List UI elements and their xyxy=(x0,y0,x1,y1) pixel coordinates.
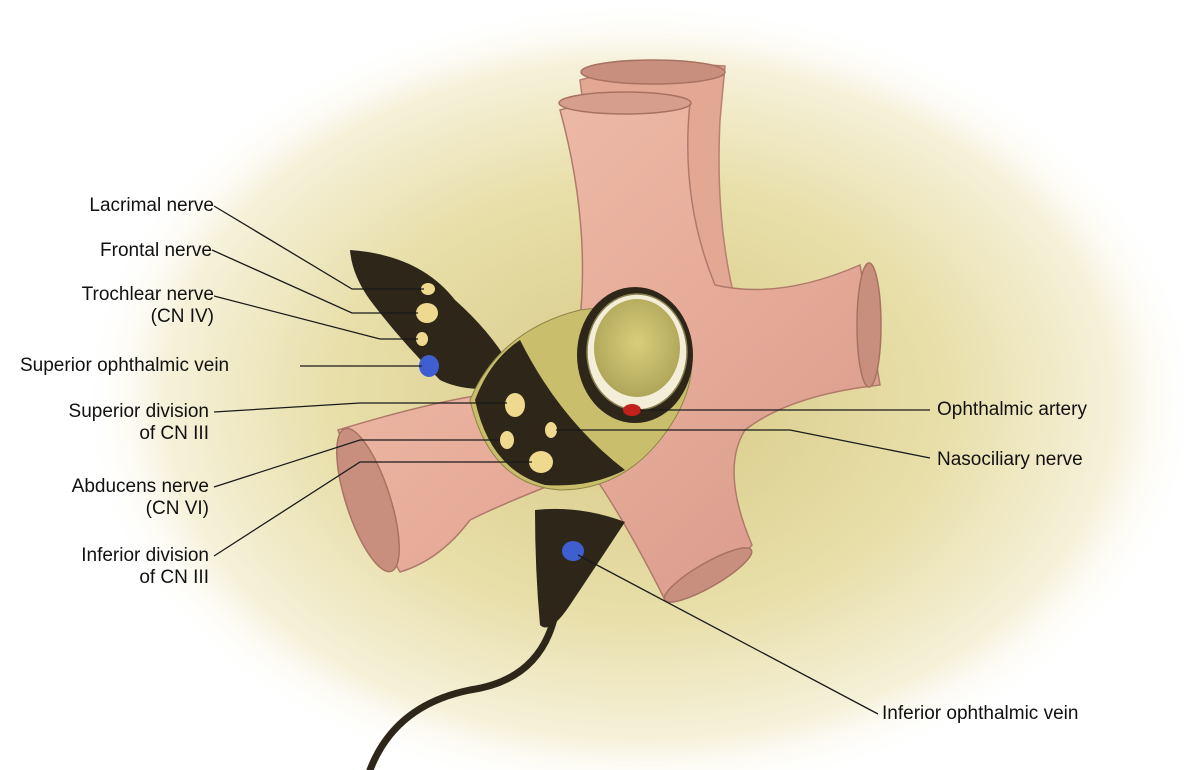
leader-trochlear xyxy=(213,295,418,340)
inferior-tendon-end xyxy=(663,547,753,603)
label-frontal-nerve: Frontal nerve xyxy=(100,240,212,261)
leader-abducens xyxy=(213,439,500,488)
label-abducens-nerve: Abducens nerve (CN VI) xyxy=(71,476,209,519)
leader-lines xyxy=(211,205,931,715)
label-superior-division-cn3: Superior division of CN III xyxy=(68,401,209,444)
leader-inf-div xyxy=(213,461,532,557)
label-trochlear-nerve: Trochlear nerve (CN IV) xyxy=(81,284,214,327)
label-ophthalmic-artery: Ophthalmic artery xyxy=(937,399,1087,420)
fissure-tail xyxy=(366,611,559,770)
leader-lacrimal xyxy=(213,205,424,290)
label-inferior-ophthalmic-vein: Inferior ophthalmic vein xyxy=(882,703,1079,724)
superior-division-cn3-dot xyxy=(505,393,525,417)
nasociliary-dot xyxy=(545,422,557,438)
label-superior-ophthalmic-vein: Superior ophthalmic vein xyxy=(20,355,230,376)
lateral-tendon-end xyxy=(856,262,882,388)
leader-nasociliary xyxy=(556,429,931,459)
leader-sup-div xyxy=(213,402,507,413)
medial-tendon-end xyxy=(336,427,400,573)
superior-tendon-end xyxy=(558,91,692,115)
label-lacrimal-nerve: Lacrimal nerve xyxy=(89,195,214,216)
inferior-division-cn3-dot xyxy=(529,451,553,473)
leader-frontal xyxy=(211,249,418,314)
label-nasociliary-nerve: Nasociliary nerve xyxy=(937,449,1083,470)
oculomotor-foramen-band xyxy=(475,340,625,486)
lacrimal-nerve-dot xyxy=(421,283,435,295)
inferior-ophthalmic-vein-dot xyxy=(562,541,584,561)
leader-inf-oph-vein xyxy=(577,554,879,715)
inferior-orbital-fissure xyxy=(535,508,625,628)
trochlear-nerve-dot xyxy=(416,332,428,346)
optic-nerve xyxy=(594,299,680,397)
abducens-dot xyxy=(500,431,514,449)
superior-ophthalmic-vein-dot xyxy=(419,355,439,377)
frontal-nerve-dot xyxy=(416,303,438,323)
ophthalmic-artery-vessel xyxy=(623,404,641,416)
label-inferior-division-cn3: Inferior division of CN III xyxy=(81,545,209,588)
